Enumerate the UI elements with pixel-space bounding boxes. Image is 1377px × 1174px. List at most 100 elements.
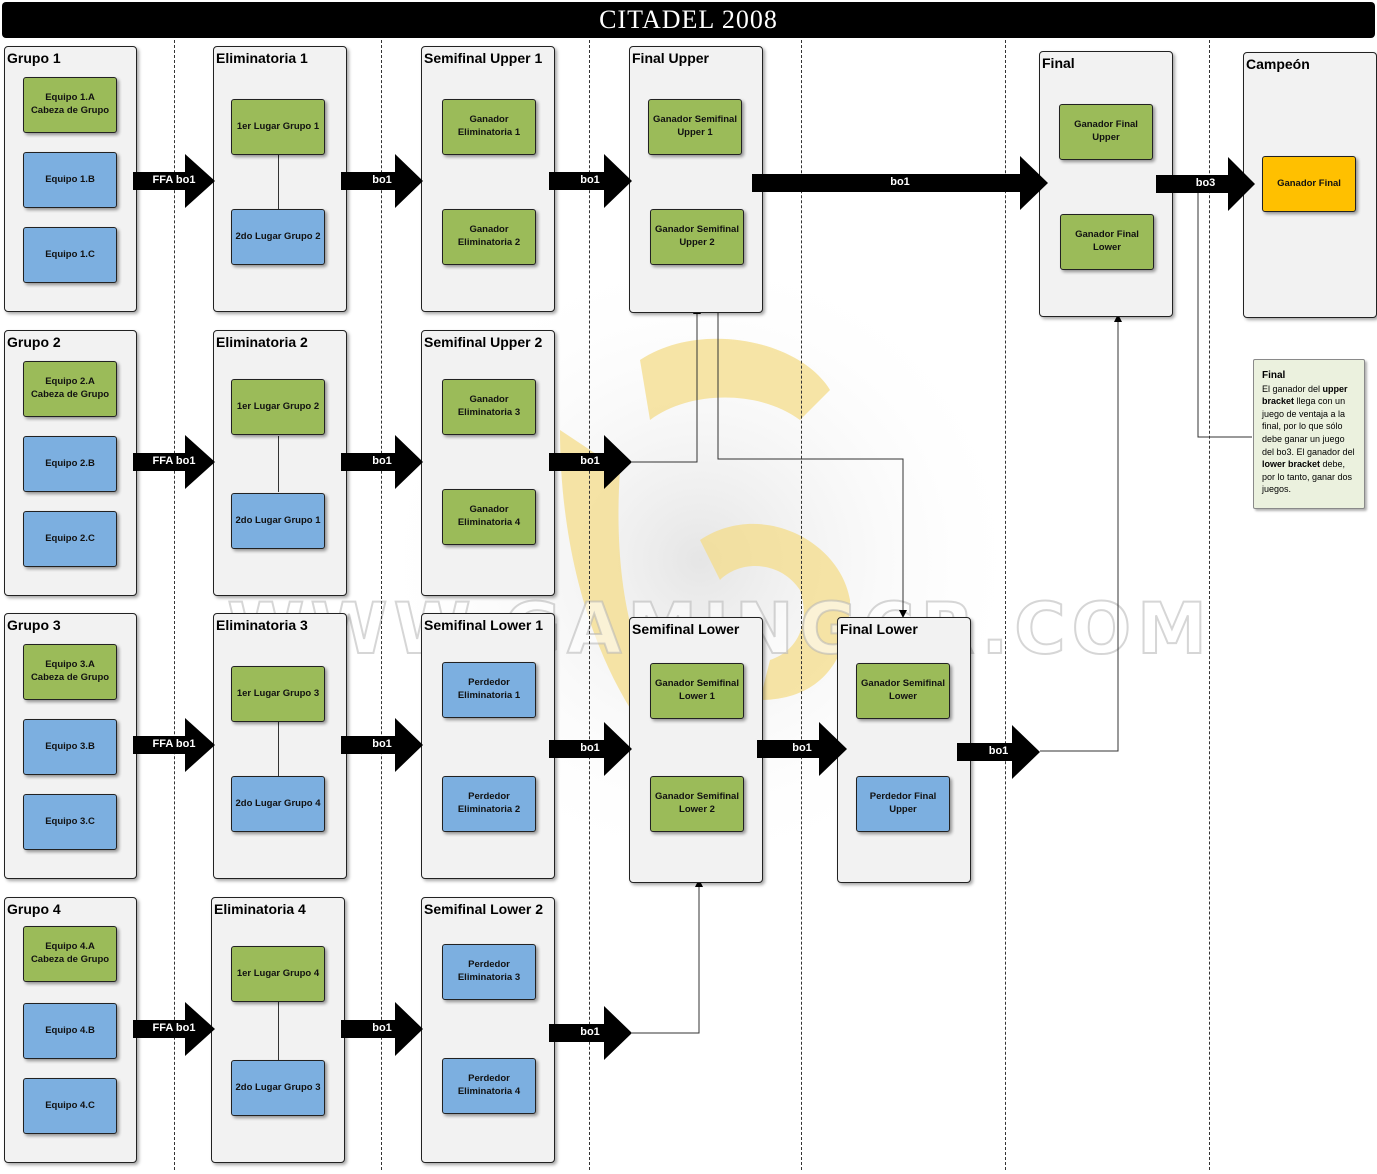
team-card: Equipo 2.A Cabeza de Grupo (23, 361, 117, 417)
connector-semifinal-upper2-to-final-upper (632, 306, 701, 463)
team-card: Equipo 1.B (23, 152, 117, 208)
pair-connector (278, 155, 279, 211)
team-card: Equipo 3.C (23, 794, 117, 850)
semifinal-upper-1-panel: Semifinal Upper 1 Ganador Eliminatoria 1… (421, 46, 555, 312)
team-card: 2do Lugar Grupo 1 (231, 493, 325, 549)
column-divider (589, 40, 590, 1170)
connector-note-to-final (1197, 184, 1252, 438)
semifinal-title: Semifinal Upper 2 (424, 334, 543, 350)
team-card: Perdedor Eliminatoria 3 (442, 944, 536, 1000)
team-card: Equipo 4.B (23, 1003, 117, 1059)
group-4-panel: Grupo 4 Equipo 4.A Cabeza de Grupo Equip… (4, 897, 137, 1163)
team-card: Equipo 4.A Cabeza de Grupo (23, 926, 117, 982)
team-card: Ganador Semifinal Upper 2 (650, 209, 744, 265)
page-title: CITADEL 2008 (599, 5, 778, 34)
arrow-label: bo1 (372, 174, 392, 186)
team-card: 1er Lugar Grupo 3 (231, 666, 325, 722)
note-text: llega con un juego de ventaja a la final… (1262, 396, 1355, 457)
final-rules-note: Final El ganador del upper bracket llega… (1253, 359, 1365, 509)
arrow-label: bo1 (580, 455, 600, 467)
eliminatoria-title: Eliminatoria 1 (216, 50, 308, 66)
final-upper-panel: Final Upper Ganador Semifinal Upper 1 Ga… (629, 46, 763, 313)
pair-connector (278, 1002, 279, 1062)
team-card: Equipo 3.B (23, 719, 117, 775)
team-card: Equipo 3.A Cabeza de Grupo (23, 644, 117, 700)
arrow-label: FFA bo1 (152, 738, 196, 750)
semifinal-lower-2-panel: Semifinal Lower 2 Perdedor Eliminatoria … (421, 897, 555, 1163)
semifinal-title: Semifinal Lower 1 (424, 617, 544, 633)
team-card: Perdedor Eliminatoria 4 (442, 1058, 536, 1114)
eliminatoria-2-panel: Eliminatoria 2 1er Lugar Grupo 2 2do Lug… (213, 330, 347, 596)
eliminatoria-1-panel: Eliminatoria 1 1er Lugar Grupo 1 2do Lug… (213, 46, 347, 312)
connector-final-upper-to-final-lower (717, 312, 907, 618)
team-card: 1er Lugar Grupo 2 (231, 379, 325, 435)
team-card: Ganador Semifinal Upper 1 (648, 99, 742, 155)
arrow-label: bo1 (580, 174, 600, 186)
group-title: Grupo 4 (7, 901, 61, 917)
arrow-label: bo1 (372, 738, 392, 750)
group-3-panel: Grupo 3 Equipo 3.A Cabeza de Grupo Equip… (4, 613, 137, 879)
group-1-panel: Grupo 1 Equipo 1.A Cabeza de Grupo Equip… (4, 46, 137, 312)
arrow-label: FFA bo1 (152, 174, 196, 186)
eliminatoria-title: Eliminatoria 4 (214, 901, 306, 917)
group-2-panel: Grupo 2 Equipo 2.A Cabeza de Grupo Equip… (4, 330, 137, 596)
team-card: Ganador Eliminatoria 4 (442, 489, 536, 545)
note-title: Final (1262, 370, 1286, 381)
team-card: Equipo 1.C (23, 227, 117, 283)
semifinal-title: Semifinal Lower 2 (424, 901, 544, 917)
column-divider (174, 40, 175, 1170)
team-card: 1er Lugar Grupo 1 (231, 99, 325, 155)
eliminatoria-title: Eliminatoria 2 (216, 334, 308, 350)
team-card: 2do Lugar Grupo 4 (231, 776, 325, 832)
arrow-label: FFA bo1 (152, 1022, 196, 1034)
arrow-label: bo1 (792, 742, 812, 754)
note-text: El ganador del (1262, 383, 1323, 394)
column-divider (801, 40, 802, 1170)
team-card: Equipo 2.C (23, 511, 117, 567)
final-lower-title: Final Lower (840, 621, 918, 637)
connector-final-lower-to-final (1040, 314, 1122, 752)
team-card: Ganador Semifinal Lower (856, 663, 950, 719)
semifinal-lower-panel: Semifinal Lower Ganador Semifinal Lower … (629, 617, 763, 883)
team-card: Perdedor Eliminatoria 2 (442, 776, 536, 832)
team-card: Ganador Final Lower (1060, 214, 1154, 270)
connector-semifinal-lower2-to-semifinal-lower (632, 879, 703, 1034)
arrow-label: bo1 (988, 745, 1009, 757)
team-card: Equipo 2.B (23, 436, 117, 492)
eliminatoria-3-panel: Eliminatoria 3 1er Lugar Grupo 3 2do Lug… (213, 613, 347, 879)
team-card: Ganador Eliminatoria 2 (442, 209, 536, 265)
team-card: Equipo 4.C (23, 1078, 117, 1134)
group-title: Grupo 3 (7, 617, 61, 633)
team-card: Equipo 1.A Cabeza de Grupo (23, 77, 117, 133)
team-card: Perdedor Eliminatoria 1 (442, 662, 536, 718)
team-card: Ganador Eliminatoria 1 (442, 99, 536, 155)
team-card: Ganador Semifinal Lower 2 (650, 776, 744, 832)
campeon-panel: Campeón Ganador Final (1243, 52, 1377, 318)
note-text: debe, por lo tanto, ganar dos juegos. (1262, 459, 1353, 495)
champion-card: Ganador Final (1262, 156, 1356, 212)
final-title: Final (1042, 55, 1075, 71)
arrow-label: bo3 (1195, 177, 1216, 189)
semifinal-lower-title: Semifinal Lower (632, 621, 740, 637)
semifinal-title: Semifinal Upper 1 (424, 50, 543, 66)
team-card: Ganador Semifinal Lower 1 (650, 663, 744, 719)
note-bold: upper bracket (1262, 383, 1348, 407)
team-card: Perdedor Final Upper (856, 776, 950, 832)
column-divider (1209, 40, 1210, 1170)
group-title: Grupo 2 (7, 334, 61, 350)
pair-connector (278, 722, 279, 778)
eliminatoria-title: Eliminatoria 3 (216, 617, 308, 633)
column-divider (1005, 40, 1006, 1170)
eliminatoria-4-panel: Eliminatoria 4 1er Lugar Grupo 4 2do Lug… (211, 897, 345, 1163)
campeon-title: Campeón (1246, 56, 1310, 72)
team-card: 2do Lugar Grupo 3 (231, 1060, 325, 1116)
team-card: Ganador Final Upper (1059, 104, 1153, 160)
pair-connector (278, 436, 279, 492)
semifinal-upper-2-panel: Semifinal Upper 2 Ganador Eliminatoria 3… (421, 330, 555, 596)
semifinal-lower-1-panel: Semifinal Lower 1 Perdedor Eliminatoria … (421, 613, 555, 879)
team-card: Ganador Eliminatoria 3 (442, 379, 536, 435)
arrow-label: FFA bo1 (152, 455, 196, 467)
team-card: 2do Lugar Grupo 2 (231, 209, 325, 265)
title-bar: CITADEL 2008 (2, 2, 1375, 38)
final-panel: Final Ganador Final Upper Ganador Final … (1039, 51, 1173, 317)
